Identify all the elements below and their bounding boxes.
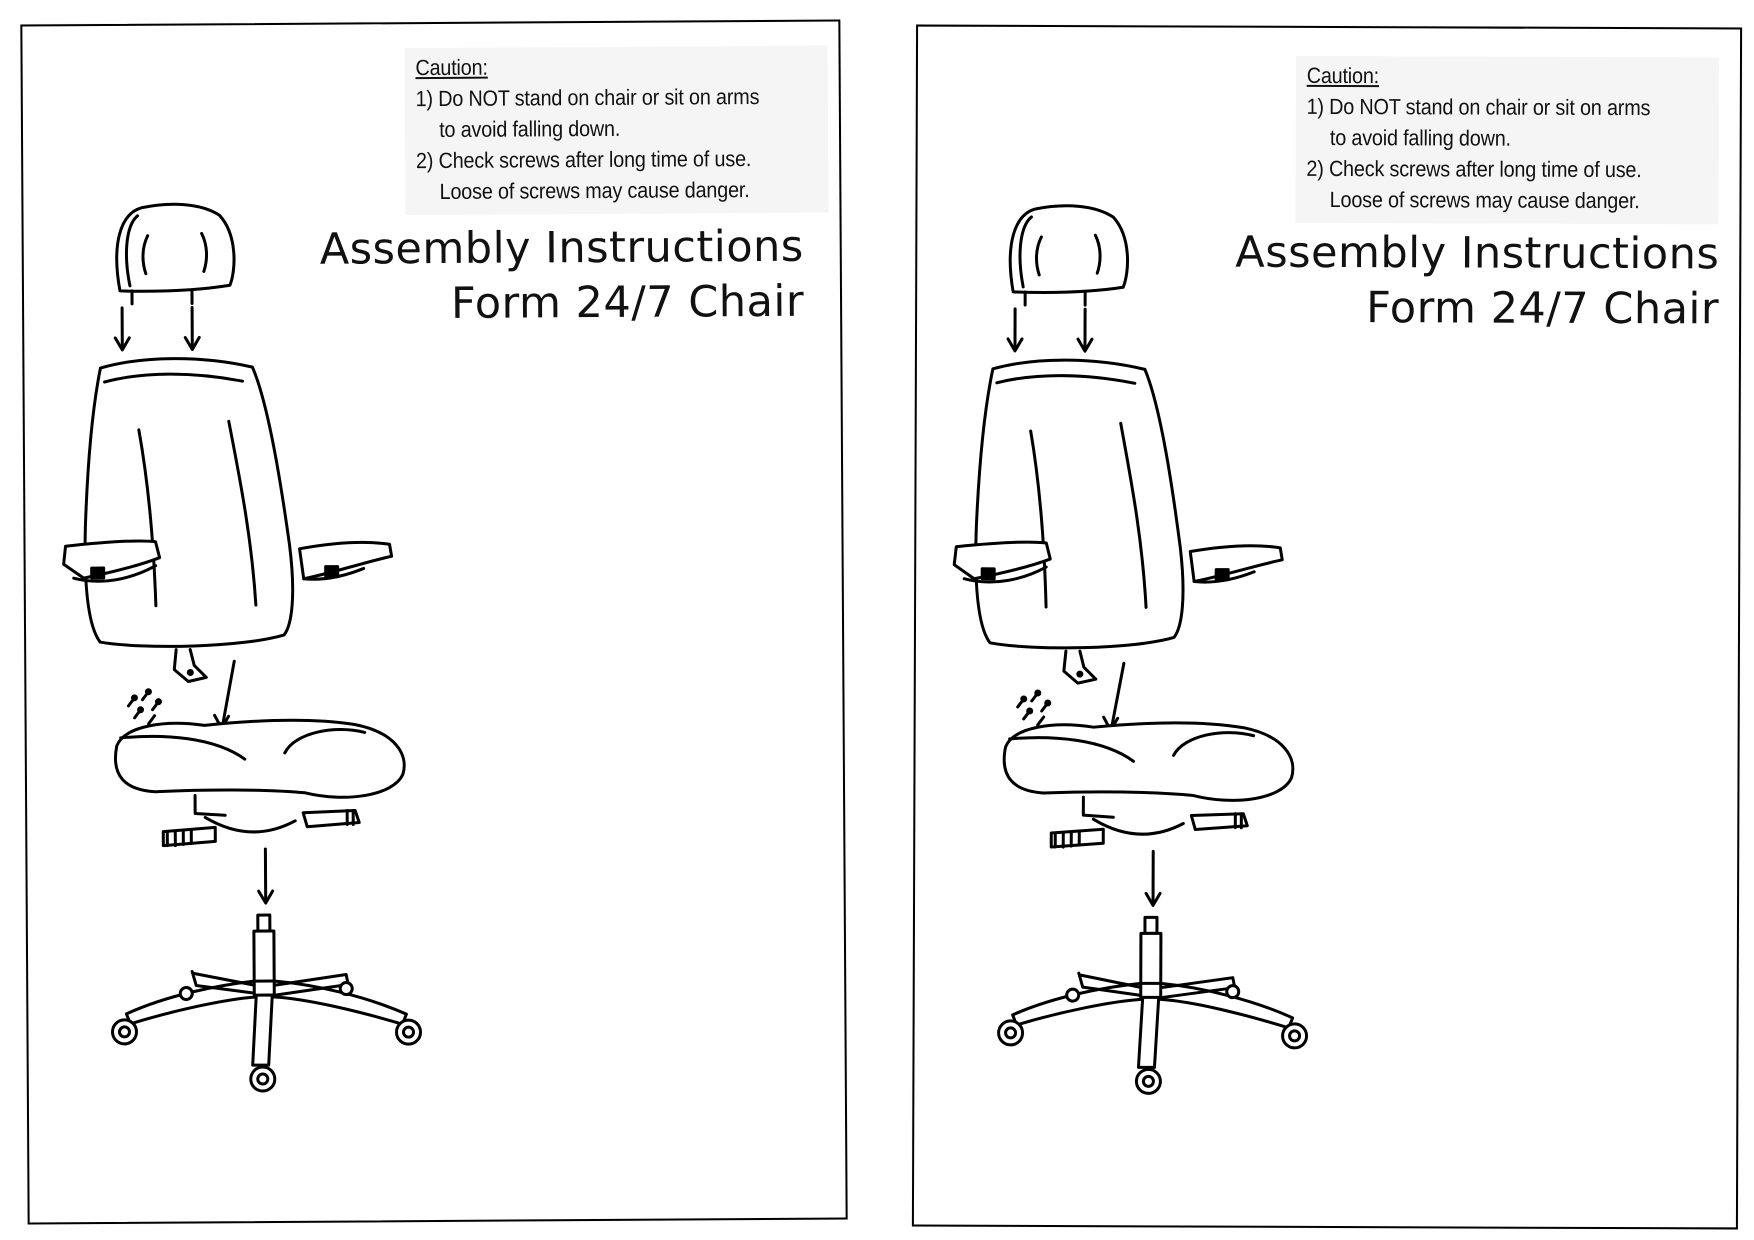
armrest-icon [952,540,1052,584]
mounting-bracket [1062,649,1098,685]
caution-line-3: 2) Check screws after long time of use. [1306,155,1642,183]
armrest-icon [62,539,162,583]
chair-assembly-diagram [41,184,487,1187]
caution-heading: Caution: [415,54,488,81]
screws-icon [1016,689,1052,727]
caster-base-icon [110,913,423,1093]
mounting-bracket [172,647,208,684]
instruction-sheet-left: Caution: 1) Do NOT stand on chair or sit… [20,19,848,1225]
arrow-down-icon [1102,661,1126,732]
chair-assembly-diagram [932,187,1375,1189]
arrow-down-icon [1006,307,1024,353]
headrest-icon [1008,204,1130,307]
armrest-icon [1188,544,1284,584]
caster-base-icon [997,915,1309,1095]
caution-line-3: 2) Check screws after long time of use. [415,146,752,174]
headrest-icon [115,202,236,306]
arrow-down-icon [257,847,275,905]
arrow-down-icon [213,659,236,730]
seat-icon [114,718,406,848]
instruction-sheet-right: Caution: 1) Do NOT stand on chair or sit… [911,24,1743,1230]
chair-back-icon [974,358,1185,650]
seat-icon [1002,721,1295,849]
caution-line-2: to avoid falling down. [1329,125,1511,151]
caution-line-1: 1) Do NOT stand on chair or sit on arms [1306,93,1651,121]
chair-exploded-view [62,202,423,1093]
caution-heading: Caution: [1306,62,1380,89]
arrow-down-icon [183,305,201,351]
arrow-down-icon [1076,307,1094,353]
chair-exploded-view [952,204,1309,1095]
arrow-down-icon [1144,849,1162,907]
caution-line-1: 1) Do NOT stand on chair or sit on arms [415,84,760,112]
chair-back-icon [83,357,295,648]
armrest-icon [298,540,394,581]
caution-line-2: to avoid falling down. [439,115,621,142]
screws-icon [127,688,162,726]
arrow-down-icon [113,306,131,352]
